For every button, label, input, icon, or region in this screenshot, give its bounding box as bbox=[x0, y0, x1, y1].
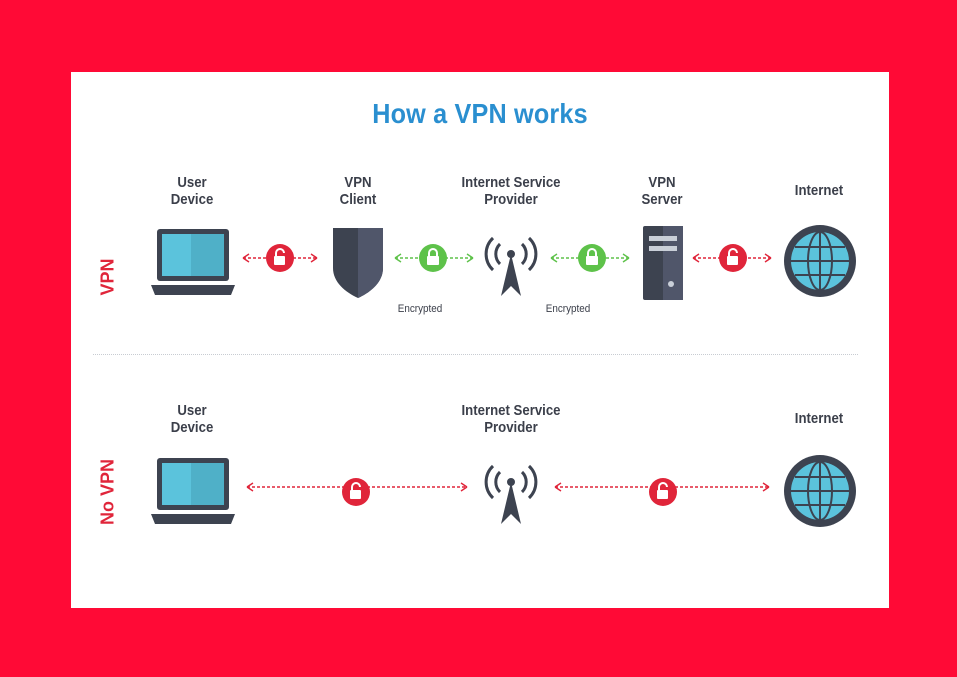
unlocked-padlock-icon bbox=[265, 243, 295, 273]
connection-arrow bbox=[389, 244, 479, 272]
label-vpn-server: VPN Server bbox=[641, 174, 683, 208]
page-title: How a VPN works bbox=[372, 98, 588, 129]
label-user-device: User Device bbox=[170, 174, 214, 208]
label-vpn-client: VPN Client bbox=[339, 174, 377, 208]
label-encrypted: Encrypted bbox=[397, 303, 443, 315]
label-isp: Internet Service Provider bbox=[461, 174, 561, 208]
shield-icon bbox=[331, 224, 385, 300]
label-isp: Internet Service Provider bbox=[461, 402, 561, 436]
label-internet: Internet bbox=[794, 410, 844, 427]
row-divider bbox=[93, 354, 858, 355]
locked-padlock-icon bbox=[577, 243, 607, 273]
label-user-device: User Device bbox=[170, 402, 214, 436]
laptop-icon bbox=[151, 227, 235, 297]
row-label-no-vpn: No VPN bbox=[97, 458, 118, 526]
connection-arrow bbox=[687, 244, 777, 272]
label-internet: Internet bbox=[794, 182, 844, 199]
unlocked-padlock-icon bbox=[718, 243, 748, 273]
laptop-icon bbox=[151, 456, 235, 526]
globe-icon bbox=[782, 453, 858, 529]
globe-icon bbox=[782, 223, 858, 299]
antenna-icon bbox=[481, 454, 541, 526]
unlocked-padlock-icon bbox=[341, 477, 371, 507]
server-icon bbox=[643, 226, 683, 300]
row-label-vpn: VPN bbox=[97, 258, 118, 296]
locked-padlock-icon bbox=[418, 243, 448, 273]
antenna-icon bbox=[481, 226, 541, 298]
connection-arrow bbox=[545, 244, 635, 272]
unlocked-padlock-icon bbox=[648, 477, 678, 507]
diagram-card: How a VPN works VPN User Device VPN Clie… bbox=[71, 72, 889, 608]
label-encrypted: Encrypted bbox=[545, 303, 591, 315]
